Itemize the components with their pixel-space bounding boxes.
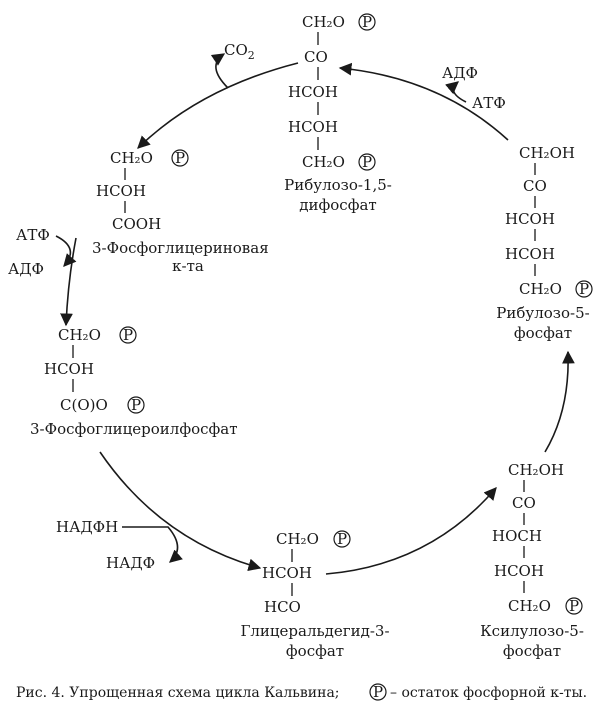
bpg-phosphate-1 [119, 326, 137, 344]
g3p-name-2: фосфат [286, 642, 344, 660]
ru5p-name-2: фосфат [514, 324, 572, 342]
ru5p-phosphate [575, 280, 593, 298]
rubp-name-2: дифосфат [299, 196, 376, 214]
svg-text:P: P [373, 683, 383, 701]
svg-text:P: P [123, 326, 133, 344]
compound-3-phosphoglyceroyl-phosphate: CH₂O P HCOH C(O)O P 3-Фосфоглицероилфосф… [30, 326, 238, 438]
g3p-phosphate [333, 530, 351, 548]
arrow-regeneration [338, 62, 509, 141]
ru5p-name-1: Рибулозо-5- [496, 304, 589, 322]
pga-phosphate [171, 149, 189, 167]
atp-top-label: АТФ [472, 94, 506, 112]
xu5p-line-5: CH₂O [508, 597, 551, 615]
compound-ribulose-5-phosphate: CH₂OH CO HCOH HCOH CH₂O P Рибулозо-5- фо… [496, 144, 593, 342]
adp-top-label: АДФ [442, 64, 478, 82]
g3p-name-1: Глицеральдегид-3- [240, 622, 389, 640]
xu5p-line-3: HOCH [492, 527, 542, 545]
svg-text:P: P [337, 530, 347, 548]
svg-text:P: P [175, 149, 185, 167]
arrow-carboxylation [137, 62, 299, 149]
rubp-line-1: CH₂O [302, 13, 345, 31]
co2-label: CO2 [224, 41, 255, 62]
bpg-line-3: C(O)O [60, 396, 108, 414]
nadph-label: НАДФН [56, 518, 118, 536]
pga-line-2: HCOH [96, 182, 146, 200]
compound-glyceraldehyde-3-phosphate: CH₂O P HCOH HCO Глицеральдегид-3- фосфат [240, 530, 389, 660]
svg-text:P: P [569, 597, 579, 615]
adp-left-label: АДФ [8, 260, 44, 278]
arrow-nadph-nadp [122, 526, 183, 563]
arrow-to-xylulose [325, 487, 497, 575]
atp-left-label: АТФ [16, 226, 50, 244]
ru5p-line-5: CH₂O [519, 280, 562, 298]
compound-ribulose-1-5-bisphosphate: CH₂O P CO HCOH HCOH CH₂O P Рибулозо-1,5-… [284, 13, 392, 214]
bpg-phosphate-2 [127, 396, 145, 414]
xu5p-line-1: CH₂OH [508, 461, 564, 479]
rubp-line-3: HCOH [288, 83, 338, 101]
svg-text:P: P [131, 396, 141, 414]
rubp-line-5: CH₂O [302, 153, 345, 171]
svg-text:P: P [362, 13, 372, 31]
compound-3-phosphoglycerate: CH₂O P HCOH COOH 3-Фосфоглицериновая к-т… [92, 149, 269, 275]
ru5p-line-2: CO [523, 177, 547, 195]
rubp-name-1: Рибулозо-1,5- [284, 176, 392, 194]
arrow-reduction [99, 451, 262, 572]
rubp-line-4: HCOH [288, 118, 338, 136]
arrow-co2 [210, 53, 229, 89]
rubp-phosphate-1 [358, 13, 376, 31]
bpg-line-1: CH₂O [58, 326, 101, 344]
g3p-line-1: CH₂O [276, 530, 319, 548]
caption-phosphate-symbol [369, 683, 387, 701]
xu5p-phosphate [565, 597, 583, 615]
xu5p-name-1: Ксилулозо-5- [480, 622, 584, 640]
g3p-line-2: HCOH [262, 564, 312, 582]
svg-text:P: P [579, 280, 589, 298]
xu5p-line-4: HCOH [494, 562, 544, 580]
rubp-phosphate-2 [358, 153, 376, 171]
ru5p-line-1: CH₂OH [519, 144, 575, 162]
figure-caption: Рис. 4. Упрощенная схема цикла Кальвина;… [16, 683, 587, 701]
nadp-label: НАДФ [106, 554, 155, 572]
arrow-phosphorylation [60, 237, 77, 327]
ru5p-line-4: HCOH [505, 245, 555, 263]
xu5p-name-2: фосфат [503, 642, 561, 660]
xu5p-line-2: CO [512, 494, 536, 512]
pga-name-2: к-та [172, 257, 204, 275]
pga-line-1: CH₂O [110, 149, 153, 167]
arrow-to-ribulose-5p [544, 350, 575, 453]
pga-line-3: COOH [112, 215, 161, 233]
bpg-line-2: HCOH [44, 360, 94, 378]
bpg-name: 3-Фосфоглицероилфосфат [30, 420, 238, 438]
rubp-line-2: CO [304, 48, 328, 66]
compound-xylulose-5-phosphate: CH₂OH CO HOCH HCOH CH₂O P Ксилулозо-5- ф… [480, 461, 584, 660]
arrow-atp-adp-left [55, 235, 77, 267]
svg-text:P: P [362, 153, 372, 171]
ru5p-line-3: HCOH [505, 210, 555, 228]
caption-prefix: Рис. 4. Упрощенная схема цикла Кальвина; [16, 685, 340, 701]
arrow-atp-adp-top [445, 81, 467, 103]
caption-suffix: – остаток фосфорной к-ты. [390, 685, 587, 701]
pga-name-1: 3-Фосфоглицериновая [92, 239, 269, 257]
g3p-line-3: HCO [264, 598, 301, 616]
